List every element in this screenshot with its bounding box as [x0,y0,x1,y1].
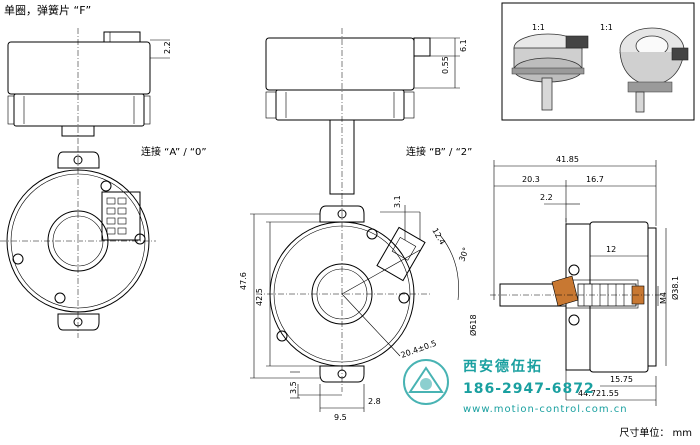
watermark-logo [403,359,449,405]
dim-41-85: 41.85 [556,155,579,164]
caption-connection-b: 连接 “B” / “2” [406,147,473,158]
unit-note: 尺寸单位： mm [619,428,692,439]
dim-2-2-top: 2.2 [163,41,172,54]
dim-2-2-side: 2.2 [540,193,553,202]
dim-16-7: 16.7 [586,175,604,184]
side-view-b [265,28,460,200]
dim-2-8: 2.8 [368,397,381,406]
caption-connection-a: 连接 “A” / “0” [141,147,207,158]
dim-47-6: 47.6 [239,272,248,290]
front-view-a [0,146,156,338]
dim-m4: M4 [659,292,668,304]
watermark-phone: 186-2947-6872 [463,381,595,397]
photo-scale-left: 1:1 [532,23,545,32]
dim-6-1: 6.1 [459,39,468,52]
dim-44-7: 44.7 [578,389,596,398]
dim-20-3: 20.3 [522,175,540,184]
watermark-name: 西安德伍拓 [463,359,543,375]
dim-12: 12 [606,245,616,254]
photo-scale-right: 1:1 [600,23,613,32]
dim-21-55: 21.55 [596,389,619,398]
dim-0-55: 0.55 [441,56,450,74]
dim-30-deg: 30° [457,246,470,262]
dim-12-4: 12.4 [430,227,447,247]
dim-38: Ø38.1 [670,276,680,300]
dim-3-1: 3.1 [393,195,402,208]
dim-618: Ø618 [468,314,478,336]
dim-42-5: 42.5 [255,288,264,306]
header-note: 单圈，弹簧片 “F” [4,4,92,17]
dim-20-4: 20.4±0.5 [400,339,438,360]
dim-3-5: 3.5 [289,381,298,394]
watermark-url: www.motion-control.com.cn [463,404,628,415]
front-view-b [250,200,459,412]
section-view [490,160,667,406]
side-view-a [7,28,170,145]
photo-box [501,2,695,121]
dim-9-5: 9.5 [334,413,347,422]
dim-15-75: 15.75 [610,375,633,384]
